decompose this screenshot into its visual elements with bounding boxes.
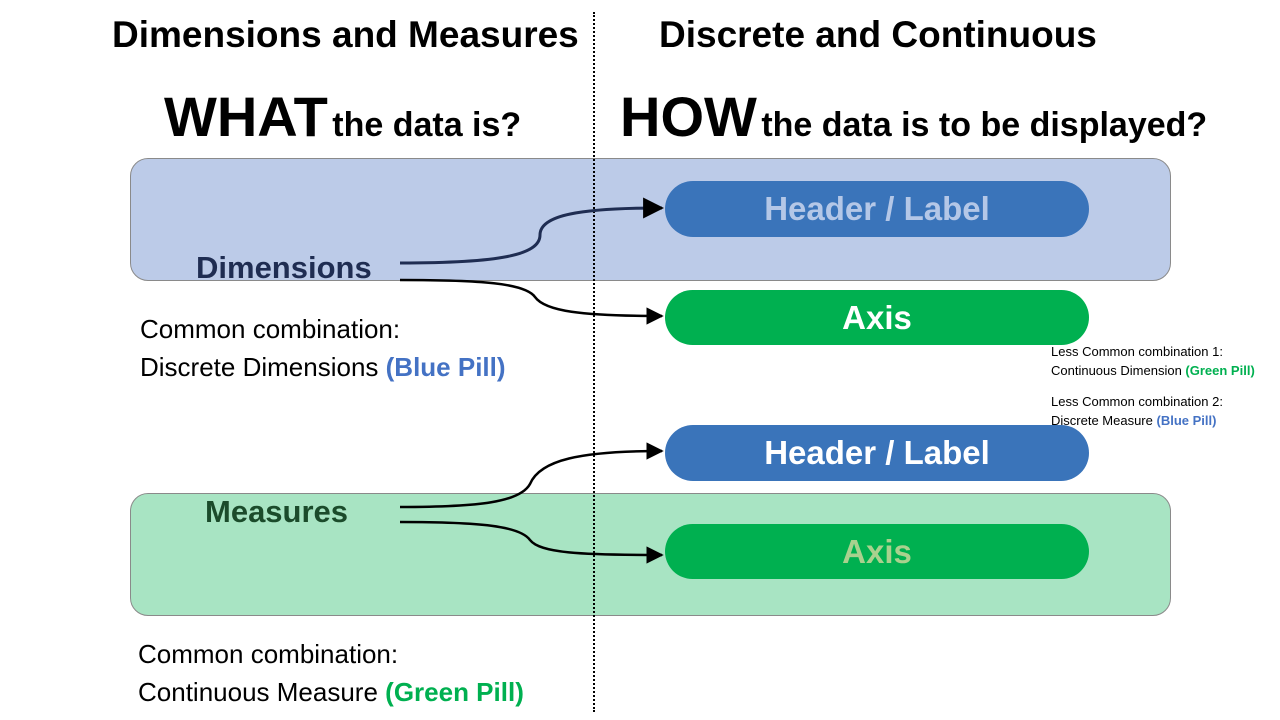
less-common-2-pill: (Blue Pill) (1156, 413, 1217, 428)
less-common-1-pill: (Green Pill) (1185, 363, 1255, 378)
measures-label: Measures (205, 494, 349, 529)
arrow-dim-to-axis (399, 278, 664, 325)
less-common-2-prefix: Discrete Measure (1051, 413, 1153, 428)
less-common-2-line1: Less Common combination 2: (1051, 394, 1223, 409)
what-word: WHAT (164, 85, 328, 148)
column-divider (593, 12, 595, 712)
less-common-1-line2: Continuous Dimension (Green Pill) (1051, 361, 1255, 380)
what-question: WHAT the data is? (164, 84, 521, 149)
dimension-header-pill-label: Header / Label (764, 190, 990, 227)
measures-common-prefix: Continuous Measure (138, 677, 378, 707)
dimensions-common-line1: Common combination: (140, 314, 401, 344)
measure-axis-pill-label: Axis (842, 532, 912, 570)
measures-common-line1: Common combination: (138, 639, 399, 669)
how-question: HOW the data is to be displayed? (620, 84, 1207, 149)
arrow-mea-to-header (399, 442, 664, 509)
blue-pill-tag: (Blue Pill) (385, 352, 506, 382)
dimension-axis-pill-label: Axis (842, 298, 912, 336)
dimension-axis-pill: Axis (665, 290, 1089, 345)
less-common-note-1: Less Common combination 1: Continuous Di… (1051, 342, 1255, 380)
dimensions-label: Dimensions (196, 250, 372, 285)
measure-header-pill-label: Header / Label (764, 434, 990, 471)
dimensions-common-prefix: Discrete Dimensions (140, 352, 379, 382)
right-heading: Discrete and Continuous (659, 14, 1097, 55)
left-heading: Dimensions and Measures (112, 14, 579, 55)
less-common-1-line1: Less Common combination 1: (1051, 344, 1223, 359)
measure-header-pill: Header / Label (665, 425, 1089, 481)
measures-common-note: Common combination: Continuous Measure (… (138, 635, 524, 711)
dimension-header-pill: Header / Label (665, 181, 1089, 237)
how-word: HOW (620, 85, 757, 148)
less-common-note-2: Less Common combination 2: Discrete Meas… (1051, 392, 1223, 430)
measure-axis-pill: Axis (665, 524, 1089, 579)
measures-common-line2: Continuous Measure (Green Pill) (138, 673, 524, 711)
dimensions-common-note: Common combination: Discrete Dimensions … (140, 310, 506, 386)
less-common-2-line2: Discrete Measure (Blue Pill) (1051, 411, 1223, 430)
less-common-1-prefix: Continuous Dimension (1051, 363, 1182, 378)
what-rest: the data is? (332, 106, 522, 144)
arrow-mea-to-axis (399, 520, 664, 564)
dimensions-common-line2: Discrete Dimensions (Blue Pill) (140, 348, 506, 386)
green-pill-tag: (Green Pill) (385, 677, 524, 707)
arrow-dim-to-header (399, 197, 665, 265)
how-rest: the data is to be displayed? (761, 106, 1208, 144)
